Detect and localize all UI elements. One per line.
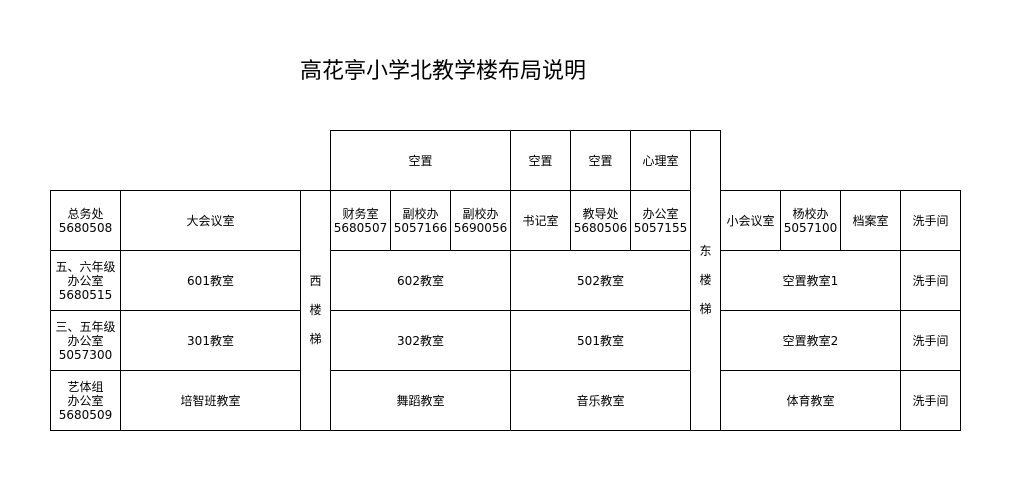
room-label: 书记室 — [522, 213, 559, 228]
room-training: 培智班教室 — [120, 370, 301, 431]
room-label: 洗手间 — [912, 393, 949, 408]
room-grade35-office: 三、五年级 办公室 5057300 — [50, 310, 121, 371]
room-label: 洗手间 — [912, 333, 949, 348]
room-vacant-top-1: 空置 — [510, 130, 571, 191]
room-label: 501教室 — [577, 333, 624, 348]
room-secretary: 书记室 — [510, 190, 571, 251]
room-vacant-top-2: 空置 — [570, 130, 631, 191]
room-general-affairs: 总务处 5680508 — [50, 190, 121, 251]
room-washroom-4: 洗手间 — [900, 370, 961, 431]
room-label: 档案室 — [852, 213, 889, 228]
room-label: 心理室 — [642, 153, 679, 168]
room-label: 大会议室 — [186, 213, 235, 228]
room-label: 空置 — [588, 153, 613, 168]
room-label: 空置 — [408, 153, 433, 168]
room-label: 培智班教室 — [180, 393, 241, 408]
room-302: 302教室 — [330, 310, 511, 371]
room-finance: 财务室 5680507 — [330, 190, 391, 251]
room-label: 502教室 — [577, 273, 624, 288]
room-602: 602教室 — [330, 250, 511, 311]
room-label: 办公室 5057155 — [633, 206, 688, 235]
room-label: 空置教室2 — [782, 333, 839, 348]
room-label: 杨校办 5057100 — [783, 206, 838, 235]
room-label: 音乐教室 — [576, 393, 625, 408]
room-office: 办公室 5057155 — [630, 190, 691, 251]
west-stairs: 西 楼 梯 — [300, 190, 331, 431]
room-label: 302教室 — [397, 333, 444, 348]
room-music: 音乐教室 — [510, 370, 691, 431]
room-grade56-office: 五、六年级 办公室 5680515 — [50, 250, 121, 311]
room-label: 空置教室1 — [782, 273, 839, 288]
room-label: 小会议室 — [726, 213, 775, 228]
room-academic: 教导处 5680506 — [570, 190, 631, 251]
room-label: 三、五年级 办公室 5057300 — [55, 319, 116, 362]
room-601: 601教室 — [120, 250, 301, 311]
room-vp-office-2: 副校办 5690056 — [450, 190, 511, 251]
stairs-label: 东 楼 梯 — [699, 244, 712, 316]
room-label: 体育教室 — [786, 393, 835, 408]
room-vacant-top-wide: 空置 — [330, 130, 511, 191]
room-arts-office: 艺体组 办公室 5680509 — [50, 370, 121, 431]
stairs-label: 西 楼 梯 — [309, 274, 322, 346]
room-label: 艺体组 办公室 5680509 — [58, 379, 113, 422]
room-washroom-1: 洗手间 — [900, 190, 961, 251]
room-label: 空置 — [528, 153, 553, 168]
room-label: 副校办 5690056 — [453, 206, 508, 235]
room-vacant-1: 空置教室1 — [720, 250, 901, 311]
room-vacant-2: 空置教室2 — [720, 310, 901, 371]
room-archive: 档案室 — [840, 190, 901, 251]
room-label: 洗手间 — [912, 213, 949, 228]
east-stairs: 东 楼 梯 — [690, 130, 721, 431]
room-label: 总务处 5680508 — [58, 206, 113, 235]
room-yang-office: 杨校办 5057100 — [780, 190, 841, 251]
room-dance: 舞蹈教室 — [330, 370, 511, 431]
room-label: 洗手间 — [912, 273, 949, 288]
room-washroom-3: 洗手间 — [900, 310, 961, 371]
room-small-meeting: 小会议室 — [720, 190, 781, 251]
room-501: 501教室 — [510, 310, 691, 371]
room-washroom-2: 洗手间 — [900, 250, 961, 311]
room-label: 财务室 5680507 — [333, 206, 388, 235]
room-label: 301教室 — [187, 333, 234, 348]
room-label: 五、六年级 办公室 5680515 — [55, 259, 116, 302]
room-pe: 体育教室 — [720, 370, 901, 431]
room-vp-office-1: 副校办 5057166 — [390, 190, 451, 251]
room-psychology: 心理室 — [630, 130, 691, 191]
page-title: 高花亭小学北教学楼布局说明 — [300, 59, 587, 84]
room-label: 副校办 5057166 — [393, 206, 448, 235]
room-main-hall: 大会议室 — [120, 190, 301, 251]
room-301: 301教室 — [120, 310, 301, 371]
room-label: 舞蹈教室 — [396, 393, 445, 408]
room-label: 601教室 — [187, 273, 234, 288]
room-label: 602教室 — [397, 273, 444, 288]
room-label: 教导处 5680506 — [573, 206, 628, 235]
room-502: 502教室 — [510, 250, 691, 311]
